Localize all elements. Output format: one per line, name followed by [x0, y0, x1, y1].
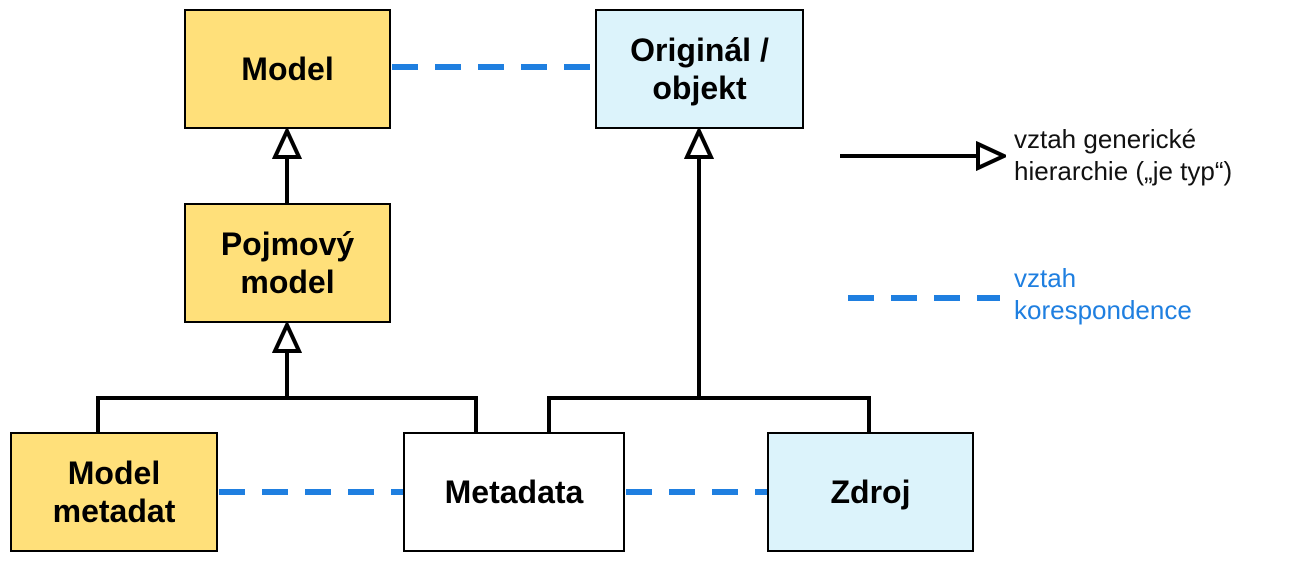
node-zdroj: Zdroj — [767, 432, 974, 552]
node-metadata: Metadata — [403, 432, 625, 552]
node-model-metadat: Model metadat — [10, 432, 218, 552]
legend-generic-label: vztah generické hierarchie („je typ“) — [1014, 124, 1233, 186]
node-original-objekt: Originál / objekt — [595, 9, 804, 129]
generalization-branch-right — [547, 396, 871, 432]
node-pojmovy-model: Pojmový model — [184, 203, 391, 323]
generalization-branch-left — [96, 396, 478, 432]
node-model: Model — [184, 9, 391, 129]
legend-correspondence-label: vztah korespondence — [1014, 263, 1192, 325]
